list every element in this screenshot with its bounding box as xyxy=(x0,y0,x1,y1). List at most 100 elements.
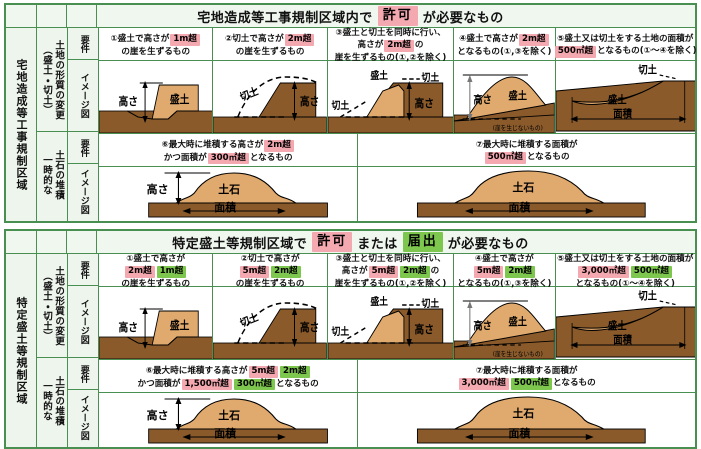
condition-text-segment: の崖を生ずるもの xyxy=(121,46,191,57)
section-takuchi: 宅地造成等工事規制区域内で 許可 が必要なもの 宅地造成等工事規制区域 （盛土・… xyxy=(4,3,697,223)
figure-pile-height-area-2: 高さ 土石 面積 xyxy=(99,393,359,447)
condition-text-segment: ④盛土で高さが xyxy=(459,33,518,44)
figure-pile-area-2: 土石 面積 xyxy=(358,393,695,447)
condition-line-1: ⑦最大時に堆積する面積が xyxy=(476,139,578,151)
svg-text:高さ: 高さ xyxy=(118,94,137,108)
banner-title-pre: 宅地造成等工事規制区域内で xyxy=(197,10,373,26)
svg-text:切土: 切土 xyxy=(331,99,349,112)
figure-pile-height-area-1: 高さ 土石 面積 xyxy=(99,167,359,221)
condition-text-segment: の xyxy=(414,40,424,51)
threshold-badge-permit: 2m超 xyxy=(519,33,549,46)
condition-text-segment: 崖を生ずるもの(①,②を除く) xyxy=(334,52,447,63)
banner-tokutei: 特定盛土等規制区域で 許可 または 届出 が必要なもの xyxy=(6,231,695,254)
condition-text-segment: となるもの xyxy=(249,152,293,163)
condition-text-segment: の崖を生ずるもの xyxy=(235,46,305,57)
condition-line-3: の崖を生ずるもの xyxy=(236,278,305,290)
figure-embankment-height-1: 高さ 盛土 xyxy=(99,61,214,133)
temporary-figures-takuchi: 高さ 土石 面積 土石 面積 xyxy=(99,167,695,221)
threshold-badge-permit: 2m超 xyxy=(384,40,414,52)
condition-line-2: 500㎡超となるもの(①～④を除く) xyxy=(554,45,697,59)
kind-form-change-main: 土地の形質の変更 xyxy=(53,39,65,120)
condition-text-segment: かつ面積が xyxy=(137,378,181,389)
banner-title-post: が必要なもの xyxy=(422,10,504,26)
area-label-tokutei: 特定盛土等規制区域 xyxy=(6,254,37,447)
svg-text:高さ: 高さ xyxy=(118,320,137,334)
threshold-badge-permit: 1,500㎡超 xyxy=(181,378,232,391)
condition-text-segment: の崖を生ずるもの xyxy=(121,278,191,289)
svg-text:面積: 面積 xyxy=(509,200,531,214)
svg-text:切土: 切土 xyxy=(421,71,439,84)
threshold-badge-permit: 300㎡超 xyxy=(207,152,249,165)
condition-line-3: となるもの(①～④を除く) xyxy=(575,278,675,290)
condition-line-2: 500㎡超となるもの xyxy=(484,151,570,165)
svg-text:切土: 切土 xyxy=(421,297,439,310)
threshold-badge-permit: 2m超 xyxy=(284,33,315,46)
condition-text-segment: 高さが xyxy=(341,266,368,277)
rowlabel-requirement-3: 要件 xyxy=(68,254,98,286)
banner2-title-pre: 特定盛土等規制区域で xyxy=(172,236,308,252)
area-label-takuchi: 宅地造成等工事規制区域 xyxy=(6,28,37,221)
svg-text:面積: 面積 xyxy=(613,106,632,120)
svg-text:高さ: 高さ xyxy=(300,320,319,334)
condition-text-segment: ⑦最大時に堆積する面積が xyxy=(475,365,578,376)
banner2-title-mid: または xyxy=(357,236,398,252)
condition-text-segment: ⑤盛土又は切土をする土地の面積が xyxy=(557,33,694,44)
condition-line-1: ③盛土と切土を同時に行い、 xyxy=(335,27,445,39)
figure-cut-height-1: 切土 高さ xyxy=(213,61,328,133)
condition-text-segment: となるもの(①,③を除く) xyxy=(457,278,552,289)
kind-column-takuchi: （盛土・切土） 土地の形質の変更 一時的な 土石の堆積 xyxy=(37,28,68,221)
rowlabel-requirement-4: 要件 xyxy=(68,358,98,390)
figure-pile-area-1: 土石 面積 xyxy=(358,167,695,221)
figure-embankment-height-2: 高さ 盛土 xyxy=(99,287,214,359)
kind-form-change-main-2: 土地の形質の変更 xyxy=(53,265,65,346)
banner-spacer-area xyxy=(6,5,37,27)
kind-temporary-sub-2: 土石の堆積 xyxy=(53,376,65,426)
svg-text:切土: 切土 xyxy=(331,325,349,338)
threshold-badge-permit: 500㎡超 xyxy=(484,152,526,165)
figure-combined-height-2: 盛土 切土 切土 高さ xyxy=(327,287,455,359)
condition-text-segment: の xyxy=(430,266,440,277)
svg-text:盛土: 盛土 xyxy=(170,92,190,106)
threshold-badge-notify: 2m超 xyxy=(280,365,310,378)
rowlabel-requirement-3-text: 要件 xyxy=(78,260,89,279)
threshold-badge-notify: 1m超 xyxy=(156,266,187,278)
svg-text:高さ: 高さ xyxy=(414,96,433,110)
svg-text:高さ: 高さ xyxy=(414,322,433,336)
banner2-spacer-row xyxy=(66,231,97,253)
svg-text:高さ: 高さ xyxy=(474,92,492,106)
condition-figures-tokutei: 高さ 盛土 切土 xyxy=(99,287,695,360)
kind-form-change-sub: （盛土・切土） xyxy=(41,44,52,115)
condition-line-1: ⑤盛土又は切土をする土地の面積が xyxy=(557,33,693,45)
condition-text-segment: ②切土で高さが xyxy=(224,33,284,44)
kind-temporary-main-2: 一時的な xyxy=(41,381,52,421)
banner2-badge-kyoka: 許可 xyxy=(312,232,353,252)
threshold-badge-permit: 5m超 xyxy=(248,365,279,378)
rowlabel-image-3-text: イメージ図 xyxy=(78,299,89,344)
condition-text-segment: の崖を生ずるもの xyxy=(235,278,305,289)
svg-text:盛土: 盛土 xyxy=(370,295,388,308)
threshold-badge-notify: 2m超 xyxy=(271,266,301,278)
rowlabel-image-2-text: イメージ図 xyxy=(78,168,89,214)
kind-column-tokutei: （盛土・切土） 土地の形質の変更 一時的な 土石の堆積 xyxy=(37,254,68,447)
figure-area-plan-1: 切土 盛土 面積 xyxy=(555,61,695,133)
condition-line-3: の崖を生ずるもの xyxy=(121,278,190,290)
